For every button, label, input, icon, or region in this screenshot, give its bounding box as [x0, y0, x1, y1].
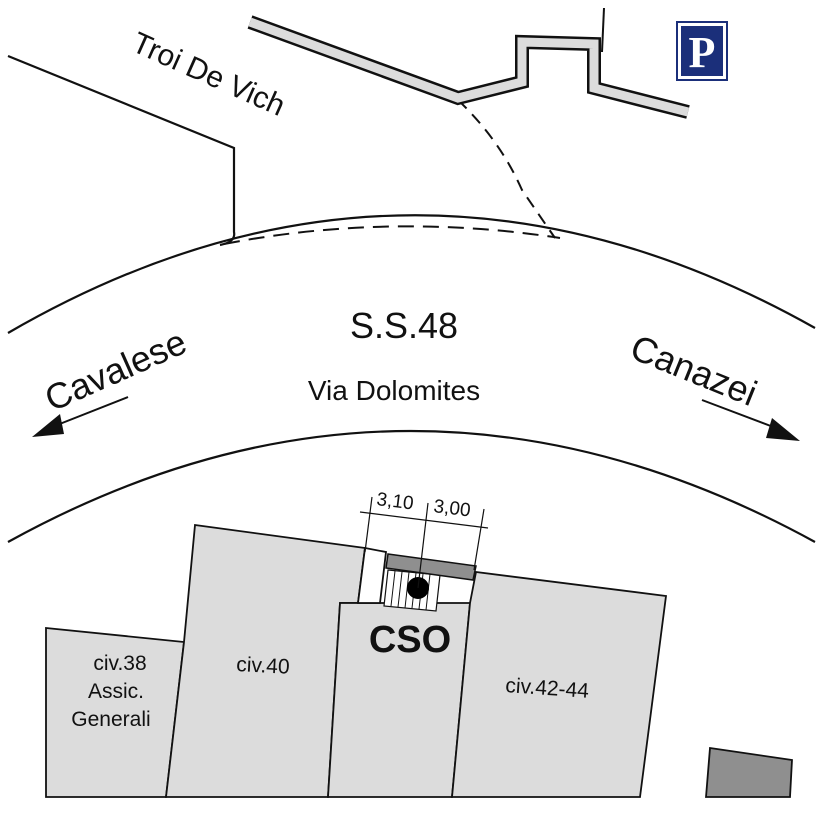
arrow-left-icon [32, 396, 129, 437]
cabinet-bar [385, 553, 477, 581]
side-street-fill [248, 17, 690, 117]
building-label-civ38: civ.38 [93, 652, 146, 675]
building-label-civ40: civ.40 [236, 653, 290, 679]
road-label-troi-de-vich: Troi De Vich [127, 26, 290, 123]
building-corner [705, 746, 793, 798]
parking-sign: P [676, 21, 728, 81]
direction-label-cavalese: Cavalese [39, 321, 193, 420]
ss48-top-edge [7, 214, 816, 334]
boundary-line [601, 7, 605, 53]
building-civ42-44 [451, 571, 668, 798]
building-label-cso: CSO [369, 619, 451, 661]
arrow-right-icon [701, 399, 800, 441]
building-label-civ38-assic: Assic. [88, 680, 144, 703]
dimension-right: 3,00 [432, 496, 471, 521]
dimension-left: 3,10 [375, 489, 414, 514]
dimension-lines [359, 496, 489, 589]
parking-icon: P [689, 28, 716, 77]
road-label-via-dolomites: Via Dolomites [308, 375, 480, 406]
cso-niche [356, 546, 387, 604]
ss48-bottom-edge [7, 429, 816, 543]
parking-sign-background [681, 26, 723, 76]
dashed-connector [457, 99, 556, 239]
direction-label-canazei: Canazei [625, 326, 763, 413]
road-label-ss48: S.S.48 [350, 305, 458, 346]
building-label-civ38-generali: Generali [71, 708, 150, 731]
building-cso [327, 602, 471, 798]
